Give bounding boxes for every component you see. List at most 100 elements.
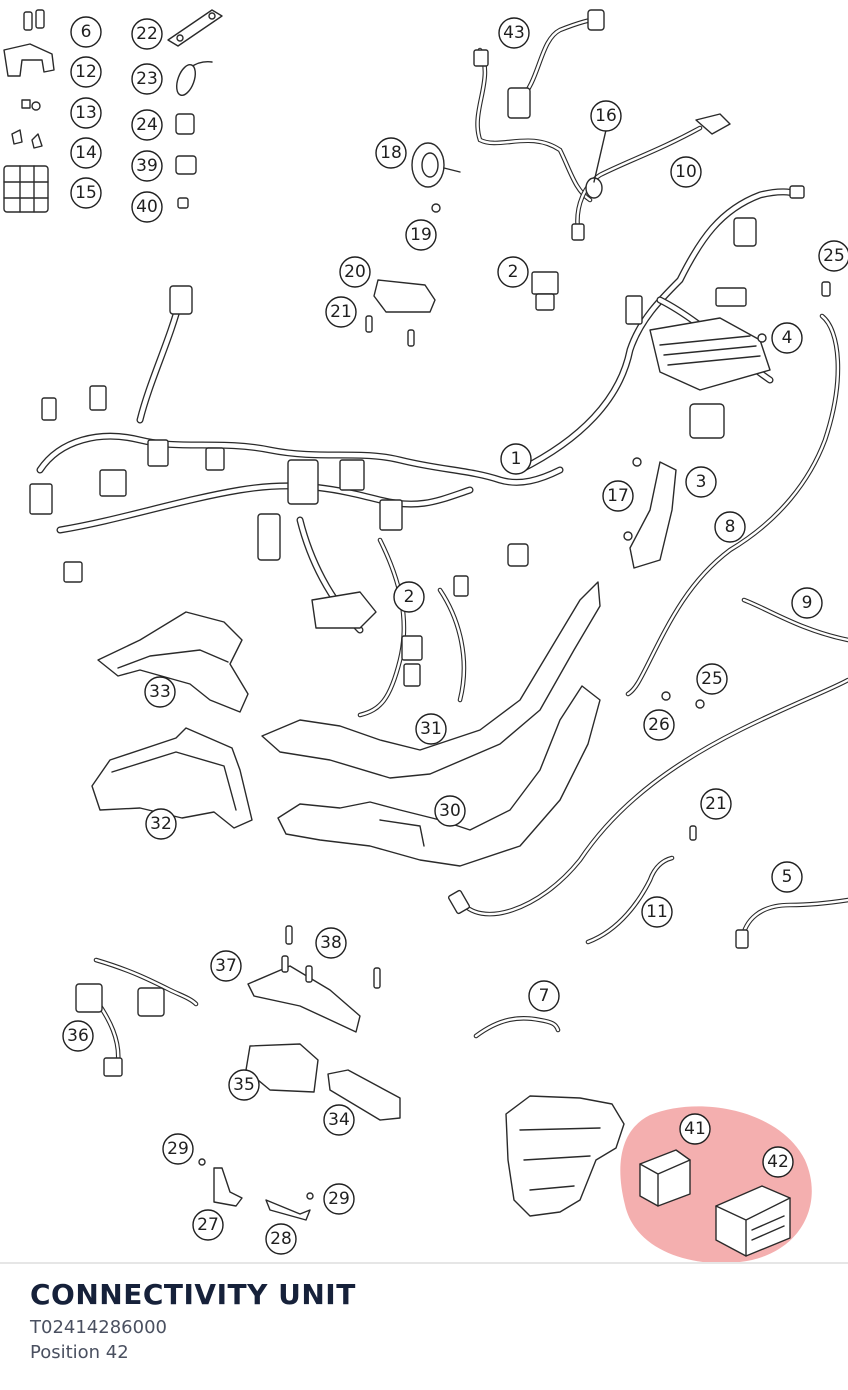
callout-38[interactable]: 38 [315, 927, 347, 959]
svg-text:11: 11 [646, 902, 668, 922]
small-parts-group-left [3, 9, 55, 213]
svg-text:29: 29 [167, 1139, 189, 1159]
module-20 [365, 279, 436, 347]
callout-35[interactable]: 35 [228, 1069, 260, 1101]
frame-bracket [505, 1095, 625, 1217]
callout-10[interactable]: 10 [670, 156, 702, 188]
svg-text:28: 28 [270, 1229, 292, 1249]
callout-41[interactable]: 41 [679, 1113, 711, 1145]
svg-text:40: 40 [136, 197, 158, 217]
callout-40[interactable]: 40 [131, 191, 163, 223]
callout-2-mid[interactable]: 2 [393, 581, 425, 613]
callout-26[interactable]: 26 [643, 709, 675, 741]
svg-text:32: 32 [150, 814, 172, 834]
svg-text:42: 42 [767, 1152, 789, 1172]
svg-text:14: 14 [75, 143, 97, 163]
callout-2-top[interactable]: 2 [497, 256, 529, 288]
rear-harness-fusebox [516, 185, 831, 474]
cable-long [447, 677, 848, 917]
callout-16[interactable]: 16 [590, 100, 622, 132]
callout-13[interactable]: 13 [70, 97, 102, 129]
callout-23[interactable]: 23 [131, 63, 163, 95]
cover-33 [97, 611, 249, 713]
svg-text:2: 2 [404, 587, 415, 607]
callout-43[interactable]: 43 [498, 17, 530, 49]
connectivity-unit-41 [639, 1149, 691, 1207]
callout-42[interactable]: 42 [762, 1146, 794, 1178]
svg-text:23: 23 [136, 69, 158, 89]
callout-36[interactable]: 36 [62, 1020, 94, 1052]
callout-28[interactable]: 28 [265, 1223, 297, 1255]
callout-25-top[interactable]: 25 [818, 240, 848, 272]
svg-text:5: 5 [782, 867, 793, 887]
svg-text:24: 24 [136, 115, 158, 135]
callout-3[interactable]: 3 [685, 466, 717, 498]
callout-19[interactable]: 19 [405, 219, 437, 251]
svg-text:12: 12 [75, 62, 97, 82]
svg-text:16: 16 [595, 106, 617, 126]
callout-39[interactable]: 39 [131, 150, 163, 182]
divider [0, 1262, 848, 1264]
callout-15[interactable]: 15 [70, 177, 102, 209]
svg-text:1: 1 [511, 449, 522, 469]
small-screws-25-26-21 [661, 691, 705, 841]
callout-9[interactable]: 9 [791, 587, 823, 619]
callout-1[interactable]: 1 [500, 443, 532, 475]
callout-29-left[interactable]: 29 [162, 1133, 194, 1165]
cover-30 [277, 685, 601, 867]
sub-harness-43 [473, 9, 605, 203]
callout-30[interactable]: 30 [434, 795, 466, 827]
cable-11 [585, 855, 675, 945]
callout-7[interactable]: 7 [528, 980, 560, 1012]
horn-18 [411, 142, 461, 213]
callout-22[interactable]: 22 [131, 18, 163, 50]
svg-text:4: 4 [782, 328, 793, 348]
callout-24[interactable]: 24 [131, 109, 163, 141]
callout-31[interactable]: 31 [415, 713, 447, 745]
svg-text:26: 26 [648, 715, 670, 735]
part-number: T02414286000 [30, 1317, 167, 1338]
cable-5 [735, 897, 848, 949]
callout-29-right[interactable]: 29 [323, 1183, 355, 1215]
svg-text:37: 37 [215, 956, 237, 976]
svg-text:41: 41 [684, 1119, 706, 1139]
svg-text:13: 13 [75, 103, 97, 123]
callout-8[interactable]: 8 [714, 511, 746, 543]
svg-text:39: 39 [136, 156, 158, 176]
callout-5[interactable]: 5 [771, 861, 803, 893]
callout-34[interactable]: 34 [323, 1104, 355, 1136]
callout-27[interactable]: 27 [192, 1209, 224, 1241]
svg-text:27: 27 [197, 1215, 219, 1235]
svg-text:8: 8 [725, 517, 736, 537]
callout-4[interactable]: 4 [771, 322, 803, 354]
callout-14[interactable]: 14 [70, 137, 102, 169]
connectivity-unit-42 [715, 1185, 791, 1257]
callout-25-mid[interactable]: 25 [696, 663, 728, 695]
callout-12[interactable]: 12 [70, 56, 102, 88]
svg-text:30: 30 [439, 801, 461, 821]
callout-17[interactable]: 17 [602, 480, 634, 512]
cable-8 [625, 313, 841, 697]
svg-text:15: 15 [75, 183, 97, 203]
sub-harness-16-10 [571, 113, 731, 241]
svg-text:38: 38 [320, 933, 342, 953]
svg-text:36: 36 [67, 1026, 89, 1046]
small-parts-group-middle [167, 9, 223, 209]
callout-18[interactable]: 18 [375, 137, 407, 169]
svg-text:6: 6 [81, 22, 92, 42]
svg-text:20: 20 [344, 262, 366, 282]
callout-21-mid[interactable]: 21 [700, 788, 732, 820]
cover-31 [261, 581, 601, 779]
callout-32[interactable]: 32 [145, 808, 177, 840]
brackets-27-28-29 [198, 1158, 314, 1221]
callout-11[interactable]: 11 [641, 896, 673, 928]
callout-6[interactable]: 6 [70, 16, 102, 48]
callout-33[interactable]: 33 [144, 676, 176, 708]
svg-text:21: 21 [705, 794, 727, 814]
callout-21-top[interactable]: 21 [325, 296, 357, 328]
svg-text:25: 25 [823, 246, 845, 266]
cable-9 [741, 597, 848, 643]
part-34 [327, 1069, 401, 1121]
callout-37[interactable]: 37 [210, 950, 242, 982]
callout-20[interactable]: 20 [339, 256, 371, 288]
